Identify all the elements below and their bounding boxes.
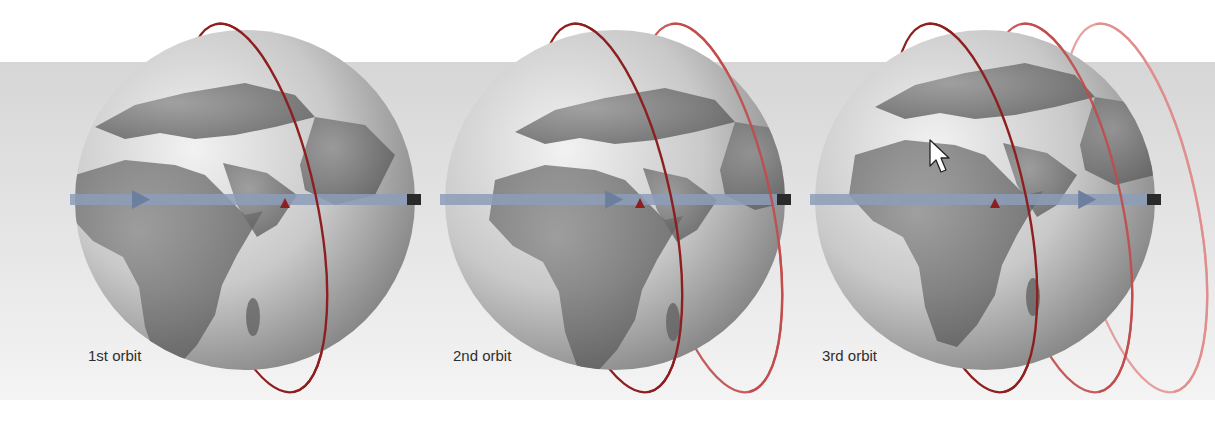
- orbit-front: [571, 11, 710, 392]
- globe: [440, 11, 815, 405]
- orbit-arrowhead: [635, 198, 645, 208]
- landmass: [666, 303, 680, 341]
- orbit-label: 2nd orbit: [453, 347, 511, 365]
- orbit-front: [216, 11, 355, 392]
- orbit-arrowhead: [280, 198, 290, 208]
- orbit-front: [926, 11, 1065, 392]
- landmass: [515, 88, 735, 144]
- continents: [69, 83, 395, 367]
- globes: [69, 11, 1215, 405]
- rotation-arrowhead: [605, 190, 623, 209]
- orbit-front: [671, 11, 810, 392]
- orbit-front: [1021, 11, 1160, 392]
- mouse-cursor: [930, 140, 949, 172]
- globe: [810, 11, 1215, 405]
- rotation-band-end: [407, 194, 421, 205]
- rotation-arrowhead: [1078, 190, 1096, 209]
- rotation-band: [70, 194, 420, 205]
- globe: [69, 11, 421, 405]
- rotation-arrowhead: [132, 190, 150, 209]
- rotation-band-end: [1147, 194, 1161, 205]
- landmass: [246, 298, 260, 336]
- landmass: [875, 63, 1095, 119]
- orbit-front: [1096, 11, 1215, 392]
- rotation-band: [810, 194, 1160, 205]
- rotation-band-end: [777, 194, 791, 205]
- orbit-label: 1st orbit: [88, 347, 141, 365]
- orbit-arrowhead: [990, 198, 1000, 208]
- orbit-label: 3rd orbit: [822, 347, 877, 365]
- landmass: [1003, 143, 1077, 217]
